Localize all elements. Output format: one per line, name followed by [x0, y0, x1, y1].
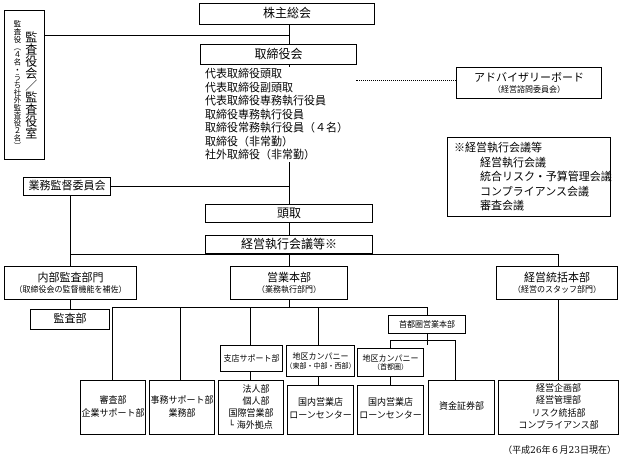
- exec-meeting-box: 経営執行会議等※: [205, 235, 373, 254]
- dotted-connector: [356, 80, 456, 81]
- board-member: 代表取締役頭取: [205, 67, 282, 80]
- connector: [318, 376, 319, 385]
- president-box: 頭取: [205, 204, 373, 223]
- connector: [318, 307, 319, 345]
- business-hq-sub: （業務執行部門）: [257, 284, 321, 294]
- board-member: 取締役（非常勤）: [205, 134, 293, 148]
- connector: [250, 307, 251, 345]
- dept-name: リスク統括部: [531, 408, 586, 419]
- connector: [70, 195, 71, 266]
- connector: [289, 253, 290, 266]
- board-member: 取締役専務執行役員: [205, 107, 304, 121]
- audit-department: 監査部: [30, 309, 110, 330]
- connector: [112, 307, 113, 380]
- dept-name: 個人部: [242, 396, 270, 407]
- auditor-box: 監査役会／監査役室 監査役（４名・うち社外監査役２名）: [4, 10, 45, 160]
- dept-name: 国際営業部: [228, 408, 274, 419]
- note-item: 審査会議: [480, 199, 524, 212]
- dept-name: 国内営業店: [367, 398, 413, 408]
- internal-audit-title: 内部監査部門: [37, 271, 104, 285]
- shareholders-meeting: 株主総会: [199, 3, 375, 25]
- dept-box-sales: 法人部 個人部 国際営業部 └ 海外拠点: [218, 380, 284, 435]
- dept-name: 経営企画部: [535, 383, 581, 394]
- metro-sales-hq: 首都圏営業本部: [388, 315, 466, 334]
- dept-name: 国内営業店: [297, 398, 343, 408]
- connector: [180, 307, 181, 380]
- connector: [427, 340, 455, 341]
- supervision-committee: 業務監督委員会: [23, 177, 111, 196]
- connector: [250, 371, 251, 380]
- regional-company-east: 地区カンパニー （東部・中部・西部）: [285, 345, 356, 377]
- connector: [558, 254, 559, 266]
- advisory-board: アドバイザリーボード （経営諮問委員会）: [456, 67, 602, 99]
- dept-name: 経営管理部: [535, 396, 581, 406]
- note-item: コンプライアンス会議: [480, 184, 590, 198]
- connector: [390, 340, 427, 341]
- connector: [110, 186, 289, 187]
- connector: [289, 222, 290, 235]
- connector: [390, 340, 391, 348]
- dept-name: 企業サポート部: [81, 408, 145, 419]
- dept-name: 資金証券部: [438, 402, 484, 413]
- board-member: 代表取締役専務執行役員: [205, 94, 326, 107]
- dept-name: ローンセンター: [359, 411, 422, 421]
- dept-name: 業務部: [168, 408, 196, 419]
- branch-support-dept: 支店サポート部: [220, 345, 283, 372]
- management-hq: 経営統括本部 （経営のスタッフ部門）: [496, 266, 618, 300]
- dept-box-operations: 事務サポート部 業務部: [149, 380, 215, 435]
- dept-name: ローンセンター: [289, 411, 352, 421]
- auditor-sub: 監査役（４名・うち社外監査役２名）: [12, 20, 22, 150]
- business-hq: 営業本部 （業務執行部門）: [230, 266, 348, 300]
- board-member: 代表取締役副頭取: [205, 80, 293, 94]
- regional-title: 地区カンパニー: [362, 353, 419, 363]
- exec-meetings-note: ※経営執行会議等 経営執行会議 統合リスク・予算管理会議 コンプライアンス会議 …: [447, 137, 612, 217]
- dept-name: 審査部: [99, 395, 127, 406]
- connector: [558, 299, 559, 380]
- advisory-sub: （経営諮問委員会）: [493, 84, 565, 94]
- management-hq-title: 経営統括本部: [524, 271, 590, 285]
- note-item: 経営執行会議: [480, 155, 546, 169]
- connector: [112, 307, 427, 308]
- dept-box-credit: 審査部 企業サポート部: [80, 380, 146, 435]
- connector: [45, 35, 289, 36]
- connector: [455, 340, 456, 380]
- connector: [289, 24, 290, 44]
- date-note: （平成26年６月23日現在）: [503, 446, 616, 456]
- regional-title: 地区カンパニー: [292, 352, 349, 362]
- note-title: ※経営執行会議等: [454, 141, 542, 154]
- dept-box-management: 経営企画部 経営管理部 リスク統括部 コンプライアンス部: [498, 380, 619, 435]
- connector: [427, 307, 428, 315]
- connector: [289, 299, 290, 307]
- auditor-title: 監査役会／監査役室: [23, 30, 38, 139]
- advisory-title: アドバイザリーボード: [474, 71, 584, 85]
- dept-name: 法人部: [242, 384, 270, 395]
- dept-name: 事務サポート部: [150, 395, 214, 406]
- dept-box-branches-east: 国内営業店 ローンセンター: [287, 385, 354, 435]
- note-item: 統合リスク・予算管理会議: [480, 170, 612, 183]
- connector: [427, 333, 428, 345]
- board-of-directors: 取締役会: [200, 44, 357, 65]
- internal-audit-sub: （取締役会の監督機能を補佐）: [14, 284, 127, 294]
- dept-name: └ 海外拠点: [228, 420, 273, 431]
- dept-box-treasury: 資金証券部: [428, 380, 495, 435]
- regional-company-metro: 地区カンパニー （首都圏）: [357, 348, 424, 377]
- dept-name: コンプライアンス部: [518, 421, 599, 431]
- board-members-list: 代表取締役頭取 代表取締役副頭取 代表取締役専務執行役員 取締役専務執行役員 取…: [205, 67, 348, 162]
- business-hq-title: 営業本部: [267, 271, 311, 285]
- dept-box-branches-metro: 国内営業店 ローンセンター: [357, 385, 424, 435]
- regional-sub: （東部・中部・西部）: [285, 361, 356, 370]
- connector: [70, 299, 71, 309]
- board-member: 社外取締役（非常勤）: [205, 148, 315, 161]
- connector: [70, 254, 558, 255]
- internal-audit-division: 内部監査部門 （取締役会の監督機能を補佐）: [4, 266, 137, 300]
- board-member: 取締役常務執行役員（４名）: [205, 121, 348, 134]
- management-hq-sub: （経営のスタッフ部門）: [513, 284, 601, 294]
- connector: [390, 376, 391, 385]
- regional-sub: （首都圏）: [373, 363, 408, 372]
